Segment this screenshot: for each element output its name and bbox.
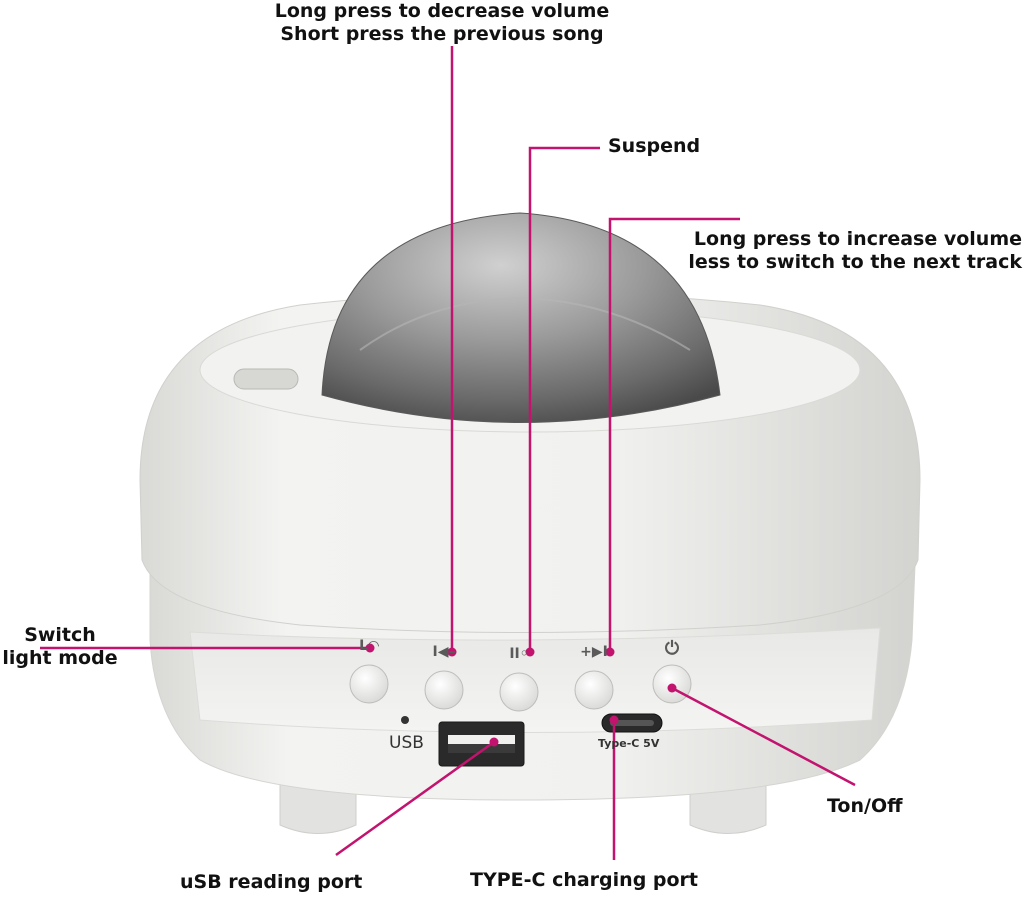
leader-increase-volume — [608, 217, 740, 652]
pause-button[interactable] — [499, 672, 539, 712]
callout-decrease-volume-line1: Long press to decrease volume — [274, 0, 610, 22]
callout-lines — [40, 46, 856, 860]
indicator-dot — [401, 716, 409, 724]
next-icon: +▶I — [580, 644, 608, 660]
leader-suspend — [528, 146, 600, 652]
usb-label: USB — [389, 733, 424, 753]
callout-typec-port-text: TYPE-C charging port — [470, 869, 699, 891]
callout-typec-port: TYPE-C charging port — [470, 869, 698, 892]
callout-on-off-text: Ton/Off — [827, 795, 903, 817]
power-icon: ⏻ — [664, 638, 680, 659]
callout-switch-light-mode-line1: Switch — [24, 624, 96, 646]
callout-usb-port-text: uSB reading port — [180, 871, 363, 893]
callout-suspend: Suspend — [608, 135, 700, 158]
callout-increase-volume-line2: less to switch to the next track — [688, 251, 1022, 273]
light-mode-button[interactable] — [349, 664, 389, 704]
previous-button[interactable] — [424, 670, 464, 710]
previous-icon: I◀– — [432, 644, 456, 660]
callout-decrease-volume-line2: Short press the previous song — [280, 23, 604, 45]
leader-on-off — [671, 686, 856, 787]
next-button[interactable] — [574, 670, 614, 710]
callout-increase-volume: Long press to increase volume less to sw… — [688, 228, 1022, 274]
callout-suspend-text: Suspend — [608, 135, 701, 157]
button-band — [189, 627, 881, 733]
pause-icon: II◦ — [509, 646, 529, 662]
projector-dome — [321, 212, 721, 423]
callout-switch-light-mode: Switch light mode — [0, 624, 120, 670]
leader-usb-port — [335, 740, 495, 857]
callout-dots — [365, 643, 677, 747]
callout-switch-light-mode-line2: light mode — [2, 647, 118, 669]
callout-on-off: Ton/Off — [827, 795, 903, 818]
light-mode-icon: L◠ — [359, 638, 379, 654]
callout-usb-port: uSB reading port — [180, 871, 362, 894]
sensor-window — [233, 368, 299, 390]
typec-label: Type-C 5V — [598, 737, 660, 750]
callout-increase-volume-line1: Long press to increase volume — [693, 228, 1022, 250]
callout-decrease-volume: Long press to decrease volume Short pres… — [272, 0, 612, 46]
